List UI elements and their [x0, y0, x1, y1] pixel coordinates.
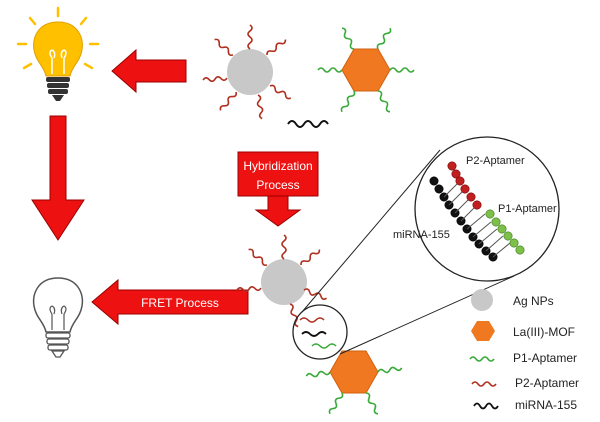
legend-p1-icon: [469, 356, 495, 362]
zoom-label-mirna: miRNA-155: [393, 229, 450, 241]
hybridization-arrow: Hybridization Process: [237, 151, 319, 227]
ag-nanoparticle-top: [202, 24, 293, 120]
legend: Ag NPs La(III)-MOF P1-Aptamer P2-Aptamer…: [469, 289, 579, 412]
zoom-connector-lines: [301, 149, 515, 355]
hybridization-label-line2: Process: [256, 178, 299, 192]
zoom-label-p1: P1-Aptamer: [498, 203, 557, 215]
ag-nanoparticle-bottom: [236, 234, 329, 329]
legend-mof-icon: [471, 321, 495, 341]
la-mof-top: [317, 26, 415, 114]
legend-mirna-icon: [473, 402, 499, 410]
arrow-to-lit-bulb: [111, 48, 187, 94]
lit-bulb-icon: [16, 6, 100, 101]
legend-p2-icon: [471, 381, 497, 387]
legend-ag-icon: [471, 289, 493, 311]
la-mof-bottom: [305, 350, 403, 416]
legend-ag-label: Ag NPs: [513, 294, 554, 308]
fret-label: FRET Process: [141, 296, 219, 310]
arrow-down-left: [31, 115, 85, 241]
fret-arrow: FRET Process: [91, 278, 249, 326]
unlit-bulb-icon: [32, 277, 84, 358]
zoom-source-circle: [292, 304, 348, 360]
hybridization-label-line1: Hybridization: [243, 159, 312, 173]
zoom-label-p2: P2-Aptamer: [466, 155, 525, 167]
mirna-strand-free: [287, 120, 329, 128]
legend-p1-label: P1-Aptamer: [513, 351, 577, 365]
legend-mof-label: La(III)-MOF: [513, 325, 575, 339]
zoom-detail-circle: P2-Aptamer P1-Aptamer miRNA-155: [393, 136, 560, 282]
legend-p2-label: P2-Aptamer: [515, 376, 579, 390]
legend-mirna-label: miRNA-155: [515, 398, 577, 412]
